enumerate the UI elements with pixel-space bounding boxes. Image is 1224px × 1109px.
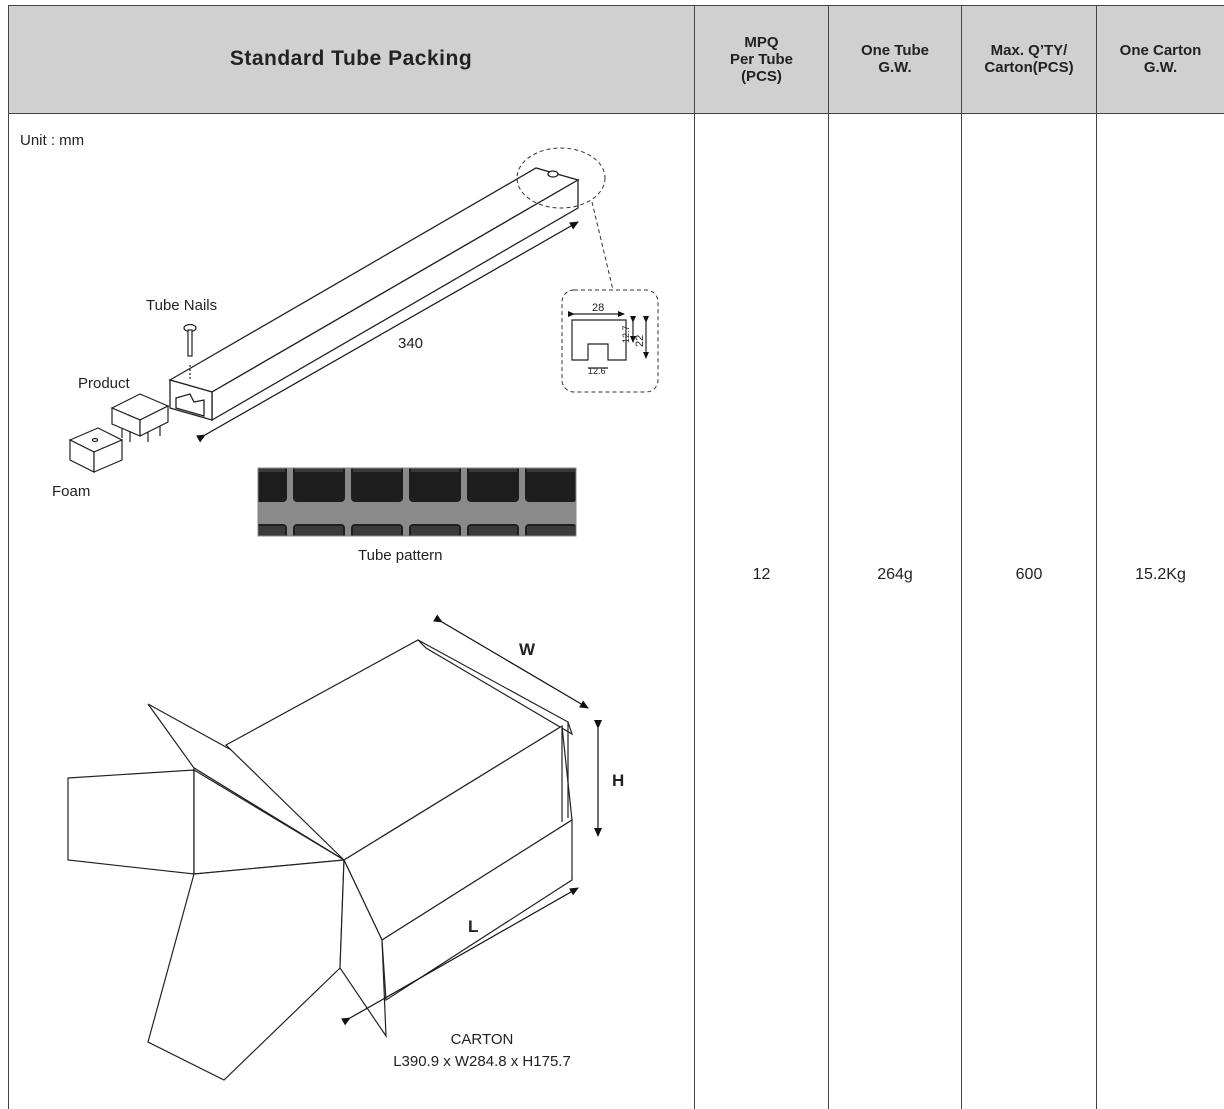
tube-gw-value: 264g: [877, 566, 913, 583]
carton-l-label: L: [468, 917, 478, 936]
header-bottom-border: [8, 113, 1224, 114]
header-tube-gw: One Tube G.W.: [860, 42, 930, 76]
tube-length-dimension: [196, 221, 579, 443]
product-illustration: [110, 393, 170, 442]
product-label: Product: [78, 375, 131, 392]
max-qty-value: 600: [1015, 566, 1043, 583]
column-divider: [961, 5, 962, 1109]
header-packing-title: Standard Tube Packing: [229, 47, 473, 70]
detail-slot-label: 12.6: [588, 366, 606, 376]
carton-gw-value: 15.2Kg: [1135, 566, 1186, 583]
carton-length-dimension: [341, 887, 579, 1026]
foam-illustration: [68, 427, 124, 473]
carton-width-dimension: [433, 614, 589, 709]
tube-cross-section: [568, 311, 649, 369]
detail-h1-label: 12.7: [621, 325, 631, 343]
tube-nails-label: Tube Nails: [146, 297, 217, 314]
detail-callout-line: [591, 201, 614, 291]
tube-length-label: 340: [398, 335, 423, 352]
carton-w-label: W: [519, 640, 536, 659]
carton-dimensions: L390.9 x W284.8 x H175.7: [393, 1053, 571, 1070]
carton-illustration: [67, 639, 574, 1081]
column-divider: [694, 5, 695, 1109]
foam-label: Foam: [52, 483, 90, 500]
packing-diagram: Unit : mm Tube Nails Product Foam 340: [20, 132, 659, 1081]
tube-pattern-photo: [257, 467, 577, 537]
column-divider: [1096, 5, 1097, 1109]
carton-h-label: H: [612, 771, 624, 790]
header-mpq: MPQ Per Tube (PCS): [729, 33, 794, 85]
mpq-value: 12: [752, 566, 771, 583]
detail-width-label: 28: [592, 302, 604, 314]
tube-illustration: [168, 167, 580, 422]
table-left-border: [8, 5, 9, 1109]
unit-label: Unit : mm: [20, 132, 84, 149]
header-max-qty: Max. Q’TY/ Carton(PCS): [984, 42, 1074, 76]
table-top-border: [8, 5, 1224, 6]
header-row: [8, 5, 1224, 113]
column-divider: [828, 5, 829, 1109]
carton-title: CARTON: [451, 1031, 514, 1048]
detail-callout-circle: [516, 147, 606, 209]
tube-pattern-label: Tube pattern: [358, 547, 443, 564]
tube-nail-illustration: [183, 323, 197, 381]
detail-h2-label: 22: [634, 335, 646, 347]
header-carton-gw: One Carton G.W.: [1119, 42, 1202, 76]
